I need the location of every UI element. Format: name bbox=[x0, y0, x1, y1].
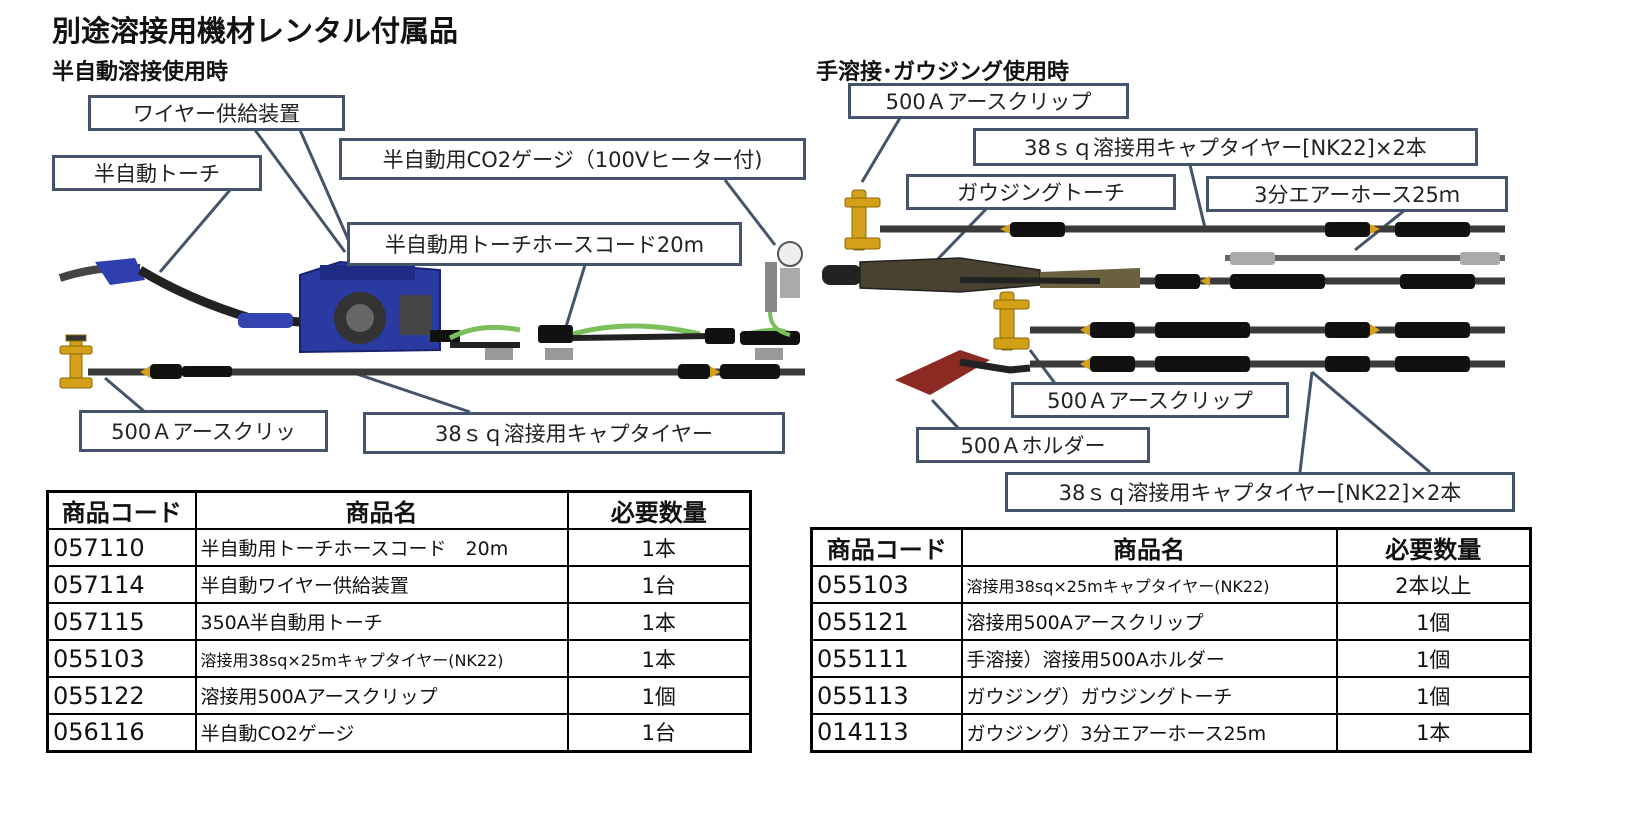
page-title: 別途溶接用機材レンタル付属品 bbox=[52, 14, 459, 48]
earth-clip-left bbox=[59, 334, 93, 389]
table-header-row: 商品コード 商品名 必要数量 bbox=[810, 527, 1532, 567]
callout-cabtire-left: 38ｓｑ溶接用キャプタイヤー bbox=[363, 412, 785, 454]
earth-clip-right-mid bbox=[993, 291, 1030, 351]
cell-code: 055103 bbox=[810, 565, 963, 604]
cell-name: ガウジング）3分エアーホース25m bbox=[960, 713, 1338, 752]
cell-qty: 1個 bbox=[1335, 602, 1532, 641]
cell-code: 055103 bbox=[46, 639, 197, 678]
cell-code: 055113 bbox=[810, 676, 963, 715]
cell-name: ガウジング）ガウジングトーチ bbox=[960, 676, 1338, 715]
cell-code: 055121 bbox=[810, 602, 963, 641]
callout-torch-hose-cord: 半自動用トーチホースコード20m bbox=[347, 222, 742, 266]
cell-code: 057114 bbox=[46, 565, 197, 604]
callout-earth-clip-left: 500Ａアースクリッ bbox=[79, 410, 328, 452]
cell-qty: 1台 bbox=[566, 565, 752, 604]
callout-earth-clip-top: 500Ａアースクリップ bbox=[848, 83, 1129, 119]
cell-code: 057110 bbox=[46, 528, 197, 567]
parts-table-manual-gouging: 商品コード 商品名 必要数量 055103 溶接用38sq×25mキャプタイヤー… bbox=[810, 527, 1532, 753]
electrode-holder bbox=[895, 350, 1031, 395]
cell-qty: 1本 bbox=[566, 639, 752, 678]
cell-qty: 1本 bbox=[566, 602, 752, 641]
callout-cabtire-bottom: 38ｓｑ溶接用キャプタイヤー[NK22]×2本 bbox=[1005, 472, 1515, 512]
callout-co2-gauge: 半自動用CO2ゲージ（100Vヒーター付) bbox=[339, 138, 806, 180]
callout-earth-clip-mid: 500Ａアースクリップ bbox=[1011, 382, 1289, 418]
wire-feeder-machine bbox=[299, 260, 460, 354]
cell-qty: 1個 bbox=[566, 676, 752, 715]
cell-name: 溶接用38sq×25mキャプタイヤー(NK22) bbox=[194, 639, 569, 678]
torch-hose-cord bbox=[448, 323, 800, 360]
callout-wire-feeder: ワイヤー供給装置 bbox=[88, 95, 345, 131]
callout-cabtire-top: 38ｓｑ溶接用キャプタイヤー[NK22]×2本 bbox=[973, 128, 1478, 166]
callout-semi-auto-torch: 半自動トーチ bbox=[52, 155, 262, 191]
header-qty: 必要数量 bbox=[1335, 527, 1532, 567]
header-code: 商品コード bbox=[46, 490, 197, 530]
cell-code: 014113 bbox=[810, 713, 963, 752]
callout-holder: 500Ａホルダー bbox=[916, 427, 1150, 463]
cabtire-cables-right bbox=[880, 222, 1505, 372]
cell-name: 半自動ワイヤー供給装置 bbox=[194, 565, 569, 604]
leader-lines-left bbox=[104, 129, 777, 414]
table-row: 055111 手溶接）溶接用500Aホルダー 1個 bbox=[810, 639, 1532, 678]
cell-qty: 1本 bbox=[1335, 713, 1532, 752]
table-row: 014113 ガウジング）3分エアーホース25m 1本 bbox=[810, 713, 1532, 752]
cell-qty: 1個 bbox=[1335, 639, 1532, 678]
cell-qty: 1個 bbox=[1335, 676, 1532, 715]
section-heading-semi-auto: 半自動溶接使用時 bbox=[52, 60, 229, 85]
table-row: 055103 溶接用38sq×25mキャプタイヤー(NK22) 1本 bbox=[46, 639, 752, 678]
table-header-row: 商品コード 商品名 必要数量 bbox=[46, 490, 752, 530]
cell-qty: 1台 bbox=[566, 713, 752, 752]
cell-name: 半自動CO2ゲージ bbox=[194, 713, 569, 752]
cell-name: 350A半自動用トーチ bbox=[194, 602, 569, 641]
cell-name: 溶接用500Aアースクリップ bbox=[960, 602, 1338, 641]
table-row: 057115 350A半自動用トーチ 1本 bbox=[46, 602, 752, 641]
earth-clip-right-top bbox=[844, 189, 881, 251]
table-row: 056116 半自動CO2ゲージ 1台 bbox=[46, 713, 752, 752]
cell-name: 手溶接）溶接用500Aホルダー bbox=[960, 639, 1338, 678]
co2-gauge bbox=[765, 241, 803, 337]
header-name: 商品名 bbox=[194, 490, 569, 530]
semi-auto-torch bbox=[58, 258, 301, 328]
cabtire-cable-left bbox=[88, 364, 805, 379]
cell-code: 056116 bbox=[46, 713, 197, 752]
cell-qty: 2本以上 bbox=[1335, 565, 1532, 604]
table-row: 057110 半自動用トーチホースコード 20m 1本 bbox=[46, 528, 752, 567]
table-row: 055113 ガウジング）ガウジングトーチ 1個 bbox=[810, 676, 1532, 715]
cell-code: 055122 bbox=[46, 676, 197, 715]
table-row: 055121 溶接用500Aアースクリップ 1個 bbox=[810, 602, 1532, 641]
leader-lines-right bbox=[860, 117, 1431, 474]
callout-air-hose: 3分エアーホース25ｍ bbox=[1206, 176, 1508, 212]
callout-gouging-torch: ガウジングトーチ bbox=[906, 174, 1176, 210]
gouging-torch bbox=[822, 257, 1140, 293]
table-row: 055122 溶接用500Aアースクリップ 1個 bbox=[46, 676, 752, 715]
section-heading-manual-gouging: 手溶接･ガウジング使用時 bbox=[816, 60, 1070, 85]
table-row: 057114 半自動ワイヤー供給装置 1台 bbox=[46, 565, 752, 604]
table-row: 055103 溶接用38sq×25mキャプタイヤー(NK22) 2本以上 bbox=[810, 565, 1532, 604]
cell-name: 溶接用500Aアースクリップ bbox=[194, 676, 569, 715]
cell-name: 半自動用トーチホースコード 20m bbox=[194, 528, 569, 567]
header-name: 商品名 bbox=[960, 527, 1338, 567]
cell-qty: 1本 bbox=[566, 528, 752, 567]
cell-code: 057115 bbox=[46, 602, 197, 641]
header-code: 商品コード bbox=[810, 527, 963, 567]
parts-table-semi-auto: 商品コード 商品名 必要数量 057110 半自動用トーチホースコード 20m … bbox=[46, 490, 752, 753]
cell-name: 溶接用38sq×25mキャプタイヤー(NK22) bbox=[960, 565, 1338, 604]
cell-code: 055111 bbox=[810, 639, 963, 678]
header-qty: 必要数量 bbox=[566, 490, 752, 530]
